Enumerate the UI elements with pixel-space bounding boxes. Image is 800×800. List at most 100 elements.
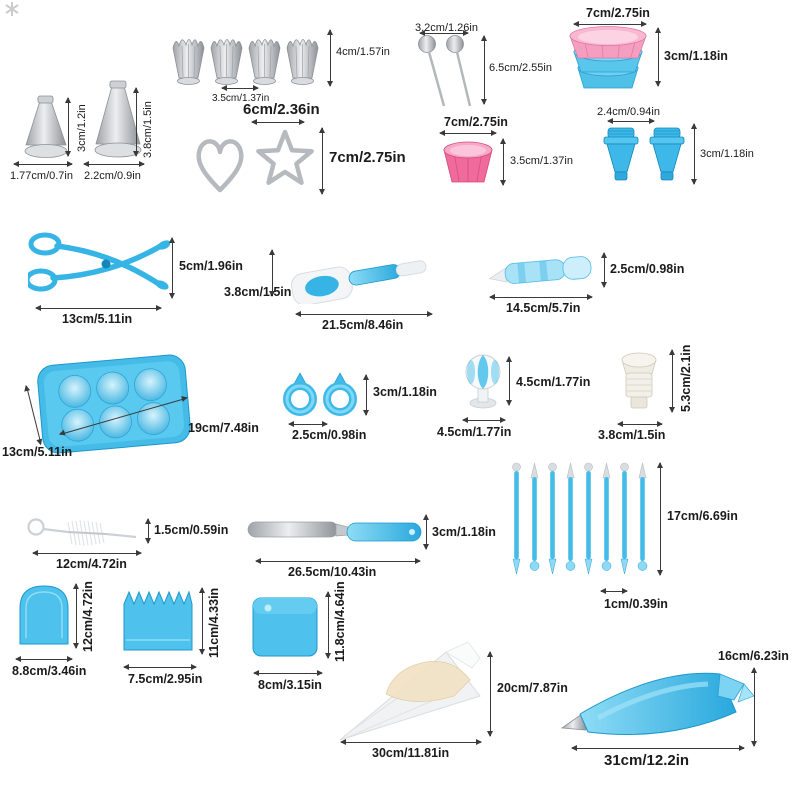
dim-label-scraper-round-height: 12cm/4.72in	[81, 581, 95, 652]
dim-label-cleaning-brush-width: 12cm/4.72in	[56, 557, 127, 571]
dim-label-converter-height: 5.3cm/2.1in	[679, 344, 693, 412]
dim-label-tong-scissors-width: 13cm/5.11in	[62, 312, 133, 326]
dim-arrow-piping-bag-h	[751, 667, 757, 747]
dim-arrow-nozzle-large-w	[83, 161, 145, 167]
dim-label-scraper-comb-height: 11cm/4.33in	[207, 587, 221, 658]
dim-label-spatula-brush-width: 21.5cm/8.46in	[322, 318, 404, 332]
dim-arrow-nozzle-small-w	[13, 161, 73, 167]
dim-arrow-flower-nail-w	[462, 417, 506, 423]
scraper-round-illustration	[19, 585, 69, 645]
dim-label-cookie-cutters-width: 6cm/2.36in	[243, 101, 320, 118]
dim-label-decorating-pen-width: 14.5cm/5.7in	[506, 301, 581, 315]
dim-arrow-offset-spatula-w	[255, 558, 421, 564]
dim-arrow-cake-pop-sticks-h	[481, 35, 487, 105]
cake-pop-sticks-illustration	[418, 35, 472, 107]
dim-label-baking-mold-width: 19cm/7.48in	[188, 421, 259, 435]
piping-bag-illustration	[560, 672, 755, 735]
baking-mold-illustration	[37, 354, 191, 454]
cleaning-brush-illustration	[27, 518, 137, 547]
dim-label-offset-spatula-height: 3cm/1.18in	[432, 525, 496, 539]
dim-label-converter-width: 3.8cm/1.5in	[598, 428, 666, 442]
dim-arrow-tong-scissors-h	[169, 237, 175, 299]
modeling-tools-illustration	[512, 462, 648, 575]
dim-arrow-offset-spatula-h	[423, 514, 429, 550]
dim-label-scraper-comb-width: 7.5cm/2.95in	[128, 672, 203, 686]
dim-label-flower-nail-width: 4.5cm/1.77in	[437, 425, 512, 439]
dim-arrow-piping-tips-w	[221, 85, 259, 91]
dim-label-cleaning-brush-height: 1.5cm/0.59in	[154, 523, 229, 537]
dim-arrow-cupcake-liners-w	[573, 21, 647, 27]
dim-arrow-scraper-comb-w	[123, 664, 197, 670]
dim-arrow-cupcake-liners-h	[655, 27, 661, 87]
dim-label-baking-mold-height: 13cm/5.11in	[2, 445, 73, 459]
dim-arrow-scraper-flat-h	[325, 591, 331, 659]
dim-label-piping-bag-height: 16cm/6.23in	[718, 649, 789, 663]
dim-label-scraper-round-width: 8.8cm/3.46in	[12, 664, 87, 678]
dim-arrow-scraper-round-h	[73, 583, 79, 649]
dim-label-nozzle-small-width: 1.77cm/0.7in	[10, 170, 73, 182]
dim-label-flower-nail-height: 4.5cm/1.77in	[516, 375, 591, 389]
decorating-pen-illustration	[488, 256, 592, 284]
dim-arrow-disposable-bag-h	[487, 651, 493, 737]
converter-illustration	[621, 352, 657, 409]
cupcake-mold-illustration	[443, 141, 493, 183]
disposable-bag-illustration	[339, 641, 481, 741]
dim-label-piping-tips-width: 3.5cm/1.37in	[212, 93, 270, 104]
dim-arrow-disposable-bag-w	[340, 739, 482, 745]
dim-arrow-flower-nail-h	[506, 356, 512, 406]
dim-arrow-cake-pop-sticks-w	[419, 30, 469, 36]
dim-label-tong-scissors-height: 5cm/1.96in	[179, 259, 243, 273]
cookie-cutters-illustration	[196, 129, 314, 193]
dim-label-scraper-flat-width: 8cm/3.15in	[258, 678, 322, 692]
dim-arrow-tong-scissors-w	[35, 305, 162, 311]
dim-arrow-cleaning-brush-w	[32, 550, 142, 556]
dim-label-cupcake-mold-width: 7cm/2.75in	[444, 115, 508, 129]
dim-arrow-modeling-tools-w	[600, 588, 628, 594]
dim-arrow-nozzle-small-h	[65, 97, 71, 157]
dim-label-piping-tips-height: 4cm/1.57in	[336, 46, 390, 58]
cupcake-liners-illustration	[569, 26, 647, 89]
dim-arrow-cookie-cutters-h	[319, 127, 325, 195]
dim-label-piping-rings-height: 3cm/1.18in	[373, 385, 437, 399]
dim-label-nozzle-large-width: 2.2cm/0.9in	[84, 170, 141, 182]
piping-tips-illustration	[172, 39, 319, 85]
dim-arrow-modeling-tools-h	[657, 462, 663, 576]
dim-label-piping-bag-width: 31cm/12.2in	[604, 752, 690, 769]
dim-label-cake-pop-sticks-height: 6.5cm/2.55in	[489, 62, 552, 74]
dim-arrow-piping-rings-h	[363, 374, 369, 416]
dim-label-cupcake-liners-height: 3cm/1.18in	[664, 49, 728, 63]
dim-label-couplers-height: 3cm/1.18in	[700, 148, 754, 160]
dim-label-cupcake-liners-width: 7cm/2.75in	[586, 6, 650, 20]
dim-arrow-scraper-comb-h	[199, 587, 205, 655]
dim-arrow-scraper-flat-w	[253, 670, 323, 676]
dim-label-nozzle-large-height: 3.8cm/1.5in	[142, 101, 154, 158]
couplers-illustration	[603, 127, 685, 181]
spatula-brush-illustration	[291, 260, 427, 304]
scraper-comb-illustration	[123, 590, 193, 651]
dim-arrow-scraper-round-w	[15, 656, 73, 662]
dim-label-couplers-width: 2.4cm/0.94in	[597, 106, 660, 118]
dim-arrow-cupcake-mold-h	[500, 138, 506, 186]
dim-label-disposable-bag-height: 20cm/7.87in	[497, 681, 568, 695]
dim-arrow-cleaning-brush-h	[145, 518, 151, 544]
dim-arrow-spatula-brush-h	[269, 249, 275, 297]
dim-arrow-couplers-h	[691, 123, 697, 185]
large-nozzle-illustration	[94, 80, 142, 158]
dim-arrow-piping-rings-w	[288, 421, 328, 427]
flower-nail-illustration	[465, 354, 501, 409]
dim-arrow-converter-h	[669, 349, 675, 413]
dim-label-cookie-cutters-height: 7cm/2.75in	[329, 149, 406, 166]
tong-scissors-illustration	[28, 232, 170, 292]
dim-arrow-nozzle-large-h	[133, 87, 139, 157]
dim-arrow-piping-bag-w	[571, 745, 745, 751]
dim-arrow-couplers-w	[607, 118, 655, 124]
dim-label-modeling-tools-height: 17cm/6.69in	[667, 509, 738, 523]
dim-label-cupcake-mold-height: 3.5cm/1.37in	[510, 155, 573, 167]
piping-rings-illustration	[282, 368, 364, 418]
dim-label-decorating-pen-height: 2.5cm/0.98in	[610, 262, 685, 276]
dim-arrow-spatula-brush-w	[295, 311, 433, 317]
dim-arrow-decorating-pen-w	[489, 294, 593, 300]
dim-label-nozzle-small-height: 3cm/1.2in	[76, 104, 88, 152]
dim-label-spatula-brush-height: 3.8cm/1.5in	[224, 285, 292, 299]
